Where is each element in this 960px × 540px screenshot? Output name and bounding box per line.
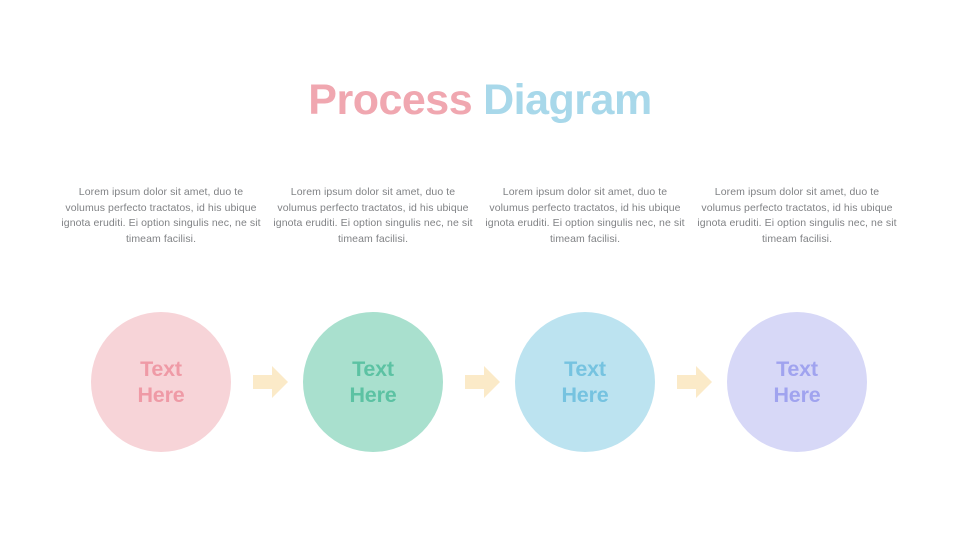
step-circle-label-3: Text Here [561, 357, 609, 407]
arrow-right-icon [465, 363, 501, 401]
process-step-3: Lorem ipsum dolor sit amet, duo te volum… [479, 0, 691, 540]
title-word-diagram: Diagram [483, 76, 652, 124]
step-circle-label-2: Text Here [349, 357, 397, 407]
step-description-4: Lorem ipsum dolor sit amet, duo te volum… [697, 186, 897, 245]
process-step-1: Lorem ipsum dolor sit amet, duo te volum… [55, 0, 267, 540]
process-step-4: Lorem ipsum dolor sit amet, duo te volum… [691, 0, 903, 540]
step-circle-2[interactable]: Text Here [303, 312, 443, 452]
process-step-2: Lorem ipsum dolor sit amet, duo te volum… [267, 0, 479, 540]
step-circle-4[interactable]: Text Here [727, 312, 867, 452]
step-circle-label-1: Text Here [137, 357, 185, 407]
arrow-right-icon [253, 363, 289, 401]
title-word-process: Process [308, 76, 473, 124]
step-description-2: Lorem ipsum dolor sit amet, duo te volum… [273, 186, 473, 245]
step-circle-1[interactable]: Text Here [91, 312, 231, 452]
step-circle-3[interactable]: Text Here [515, 312, 655, 452]
arrow-right-icon [677, 363, 713, 401]
step-description-3: Lorem ipsum dolor sit amet, duo te volum… [485, 186, 685, 245]
step-description-1: Lorem ipsum dolor sit amet, duo te volum… [61, 186, 261, 245]
step-circle-label-4: Text Here [773, 357, 821, 407]
